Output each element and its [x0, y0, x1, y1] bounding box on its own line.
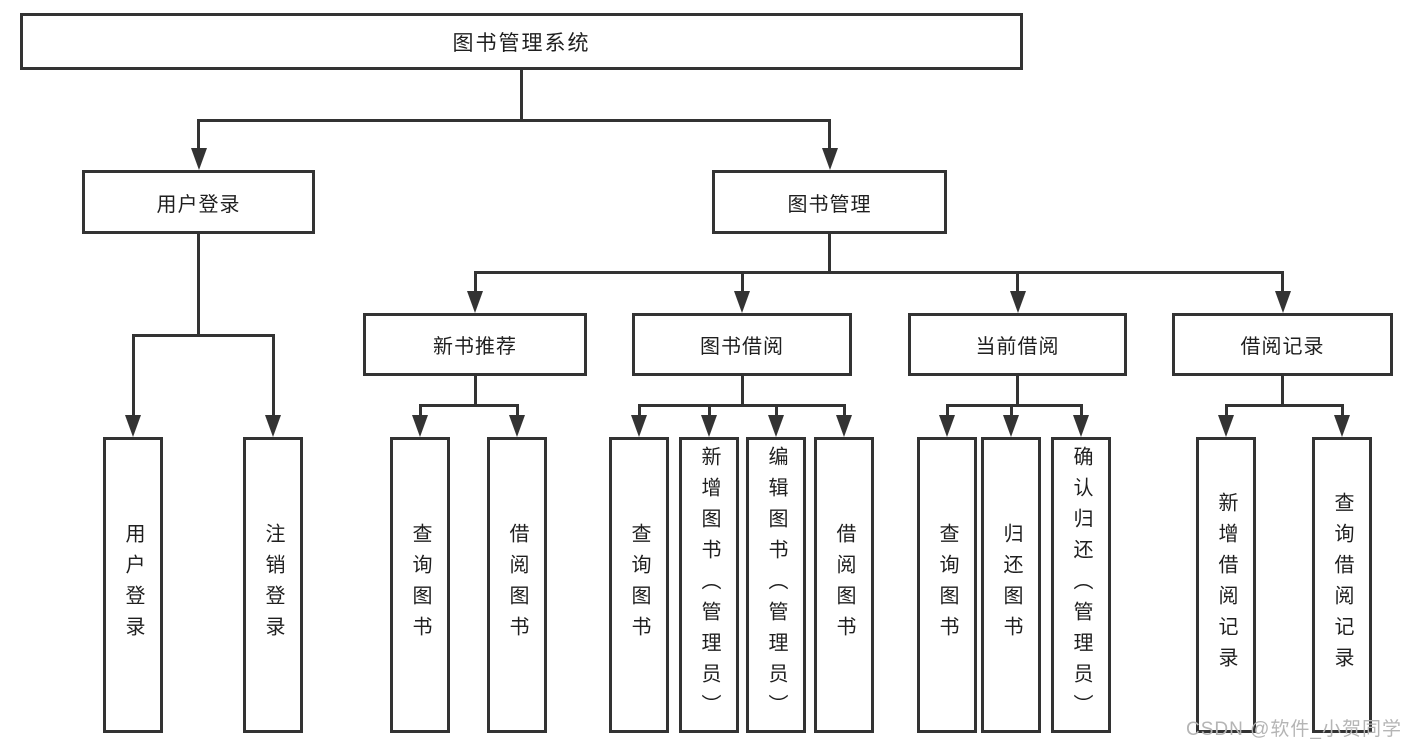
- connector-line: [131, 334, 275, 337]
- arrow-down-icon: [412, 415, 428, 437]
- arrow-down-icon: [701, 415, 717, 437]
- leaf-borrow-query-book: 查询图书: [609, 437, 669, 733]
- connector-line: [1281, 376, 1284, 407]
- connector-line: [945, 404, 1083, 407]
- connector-line: [1340, 404, 1344, 417]
- arrow-down-icon: [768, 415, 784, 437]
- node-book-borrow: 图书借阅: [632, 313, 852, 376]
- leaf-records-query-record: 查询借阅记录: [1312, 437, 1372, 733]
- node-label: 图书管理: [787, 193, 872, 216]
- connector-line: [418, 404, 519, 407]
- node-borrow-records: 借阅记录: [1172, 313, 1393, 376]
- leaf-label: 查询借阅记录: [1331, 492, 1353, 678]
- connector-line: [520, 70, 523, 120]
- connector-line: [740, 271, 744, 293]
- arrow-down-icon: [1009, 291, 1026, 313]
- leaf-borrow-edit-book-admin: 编辑图书（管理员）: [746, 437, 806, 733]
- arrow-down-icon: [509, 415, 525, 437]
- arrow-down-icon: [125, 415, 141, 437]
- node-label: 图书管理系统: [452, 31, 591, 55]
- arrow-down-icon: [1218, 415, 1234, 437]
- leaf-label: 注销登录: [262, 523, 284, 647]
- node-label: 借阅记录: [1240, 336, 1325, 358]
- arrow-down-icon: [1334, 415, 1350, 437]
- node-book-management: 图书管理: [712, 170, 947, 234]
- leaf-current-confirm-return-admin: 确认归还（管理员）: [1051, 437, 1111, 733]
- arrow-down-icon: [939, 415, 955, 437]
- connector-line: [828, 234, 831, 274]
- connector-line: [637, 404, 846, 407]
- connector-line: [473, 376, 477, 407]
- leaf-borrow-borrow-book: 借阅图书: [814, 437, 874, 733]
- leaf-label: 归还图书: [1000, 523, 1022, 647]
- node-label: 新书推荐: [433, 336, 517, 358]
- connector-line: [418, 404, 422, 417]
- leaf-label: 新增图书（管理员）: [698, 445, 720, 725]
- arrow-down-icon: [631, 415, 647, 437]
- leaf-label: 确认归还（管理员）: [1070, 445, 1092, 725]
- leaf-newrec-borrow-book: 借阅图书: [487, 437, 547, 733]
- connector-line: [1016, 271, 1019, 293]
- node-new-book-recommend: 新书推荐: [363, 313, 587, 376]
- connector-line: [945, 404, 949, 417]
- connector-line: [842, 404, 846, 417]
- arrow-down-icon: [265, 415, 281, 437]
- leaf-label: 查询图书: [628, 523, 650, 647]
- arrow-down-icon: [190, 148, 207, 170]
- connector-line: [271, 334, 275, 417]
- node-label: 当前借阅: [975, 336, 1060, 358]
- connector-line: [1224, 404, 1342, 407]
- node-current-borrow: 当前借阅: [908, 313, 1127, 376]
- leaf-label: 用户登录: [122, 523, 144, 647]
- connector-line: [197, 234, 200, 336]
- leaf-current-return-book: 归还图书: [981, 437, 1041, 733]
- leaf-borrow-add-book-admin: 新增图书（管理员）: [679, 437, 739, 733]
- leaf-label: 借阅图书: [833, 523, 855, 647]
- leaf-records-add-record: 新增借阅记录: [1196, 437, 1256, 733]
- node-label: 用户登录: [156, 193, 241, 216]
- connector-line: [515, 404, 519, 417]
- connector-line: [707, 404, 711, 417]
- arrow-down-icon: [821, 148, 838, 170]
- connector-line: [197, 119, 200, 151]
- node-user-login: 用户登录: [82, 170, 315, 234]
- arrow-down-icon: [734, 291, 750, 313]
- arrow-down-icon: [1003, 415, 1019, 437]
- node-label: 图书借阅: [700, 336, 784, 358]
- connector-line: [131, 334, 135, 417]
- arrow-down-icon: [1274, 291, 1291, 313]
- leaf-label: 新增借阅记录: [1215, 492, 1237, 678]
- leaf-user-login: 用户登录: [103, 437, 163, 733]
- leaf-label: 查询图书: [409, 523, 431, 647]
- connector-line: [740, 376, 744, 407]
- connector-line: [637, 404, 641, 417]
- arrow-down-icon: [836, 415, 852, 437]
- connector-line: [197, 119, 831, 122]
- connector-line: [828, 119, 831, 151]
- leaf-label: 查询图书: [936, 523, 958, 647]
- connector-line: [473, 271, 1284, 274]
- arrow-down-icon: [467, 291, 483, 313]
- connector-line: [774, 404, 778, 417]
- connector-line: [1281, 271, 1284, 293]
- leaf-newrec-query-book: 查询图书: [390, 437, 450, 733]
- connector-line: [1009, 404, 1013, 417]
- leaf-logout: 注销登录: [243, 437, 303, 733]
- csdn-watermark: CSDN @软件_小贺同学: [1186, 719, 1402, 740]
- node-root-library-system: 图书管理系统: [20, 13, 1023, 70]
- leaf-current-query-book: 查询图书: [917, 437, 977, 733]
- connector-line: [1016, 376, 1019, 407]
- connector-line: [1224, 404, 1228, 417]
- arrow-down-icon: [1073, 415, 1089, 437]
- leaf-label: 借阅图书: [506, 523, 528, 647]
- connector-line: [473, 271, 477, 293]
- leaf-label: 编辑图书（管理员）: [765, 445, 787, 725]
- connector-line: [1079, 404, 1083, 417]
